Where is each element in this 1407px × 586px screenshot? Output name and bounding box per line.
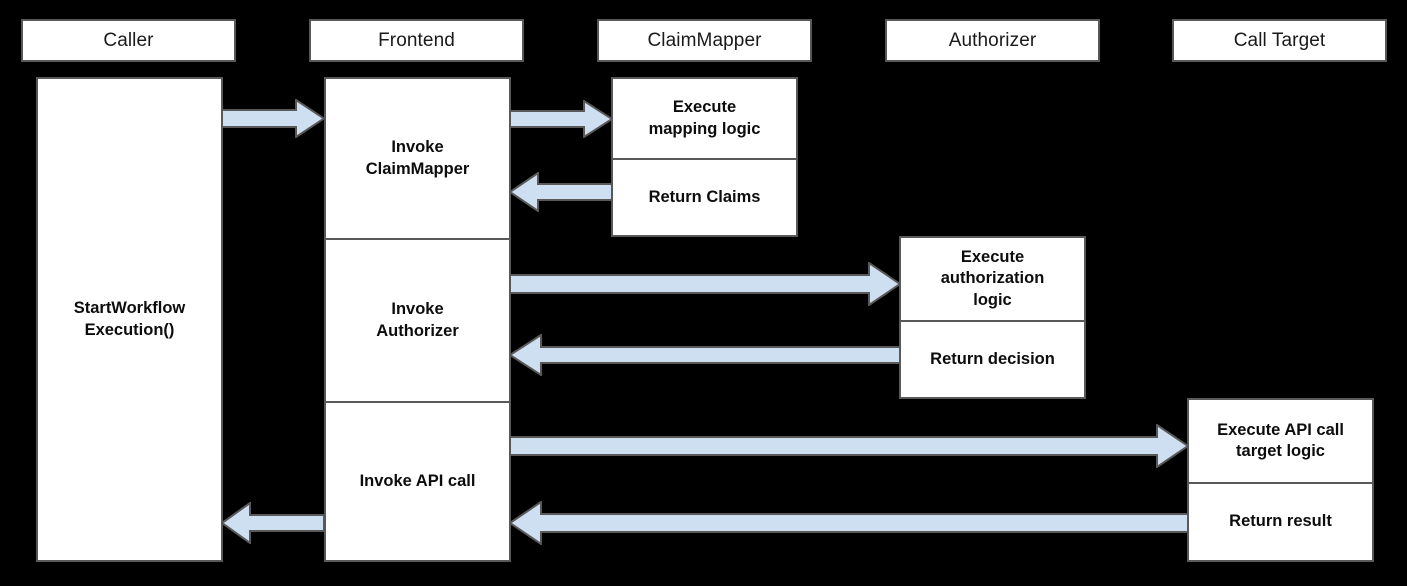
lane-header-claimmapper[interactable]: ClaimMapper <box>597 19 812 62</box>
message-arrow-frontend-to-caller[interactable] <box>221 502 325 544</box>
lane-header-caller[interactable]: Caller <box>21 19 236 62</box>
lane-segment-label: Return result <box>1229 512 1332 531</box>
lane-header-claimmapper-label: ClaimMapper <box>647 29 762 51</box>
lane-segment-return-claims[interactable]: Return Claims <box>613 158 796 235</box>
lane-segment-label: Return decision <box>930 349 1055 368</box>
message-arrow-calltarget-to-frontend[interactable] <box>509 501 1189 545</box>
lane-header-caller-label: Caller <box>103 29 154 51</box>
lane-segment-label: Invoke API call <box>359 471 476 490</box>
lane-segment-label: Return Claims <box>648 187 761 206</box>
lane-segment-return-decision[interactable]: Return decision <box>901 320 1084 397</box>
lane-header-frontend-label: Frontend <box>378 29 455 51</box>
lane-header-frontend[interactable]: Frontend <box>309 19 524 62</box>
lane-segment-invoke-api-call[interactable]: Invoke API call <box>326 401 509 560</box>
lane-header-calltarget-label: Call Target <box>1233 29 1326 51</box>
lane-segment-return-result[interactable]: Return result <box>1189 482 1372 560</box>
lane-header-calltarget[interactable]: Call Target <box>1172 19 1387 62</box>
message-arrow-claimmapper-to-frontend[interactable] <box>509 172 613 212</box>
message-arrow-frontend-to-claimmapper[interactable] <box>509 100 613 138</box>
message-arrow-frontend-to-authorizer[interactable] <box>509 262 901 306</box>
lane-header-authorizer[interactable]: Authorizer <box>885 19 1100 62</box>
lane-header-authorizer-label: Authorizer <box>948 29 1037 51</box>
message-arrow-authorizer-to-frontend[interactable] <box>509 334 901 376</box>
message-arrow-caller-to-frontend[interactable] <box>221 99 325 138</box>
message-arrow-frontend-to-calltarget[interactable] <box>509 424 1189 468</box>
